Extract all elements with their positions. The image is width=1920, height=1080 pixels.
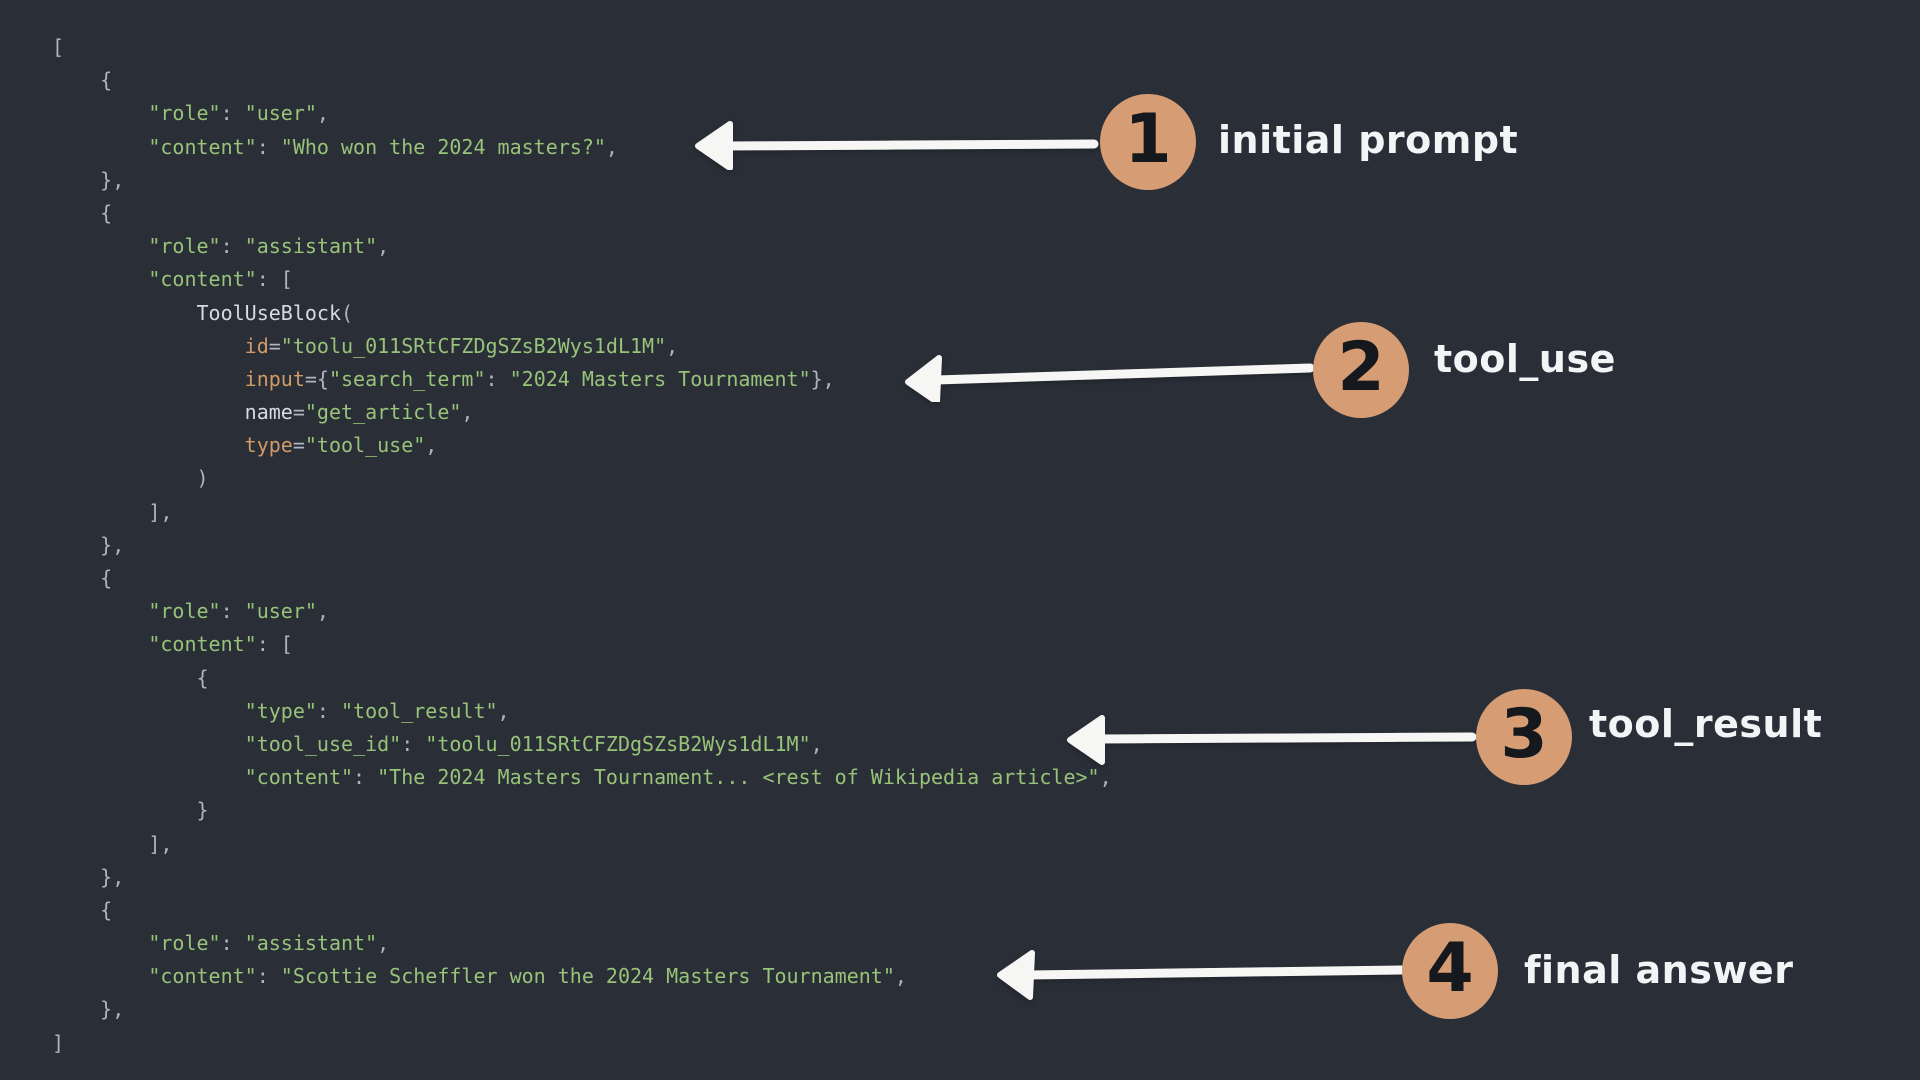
annotation-label-tool-result: tool_result [1589, 702, 1823, 746]
code-line: type="tool_use", [244, 433, 438, 458]
code-line: input={"search_term": "2024 Masters Tour… [244, 366, 835, 391]
code-line: ], [52, 499, 173, 524]
code-line: ] [52, 1030, 65, 1055]
code-line: "content": "The 2024 Masters Tournament.… [244, 765, 1112, 790]
code-line: "role": "user", [148, 599, 329, 624]
code-line: "tool_use_id": "toolu_011SRtCFZDgSZsB2Wy… [244, 731, 823, 756]
arrow-left-icon [695, 121, 1099, 170]
code-line: { [52, 897, 113, 922]
code-line: ], [52, 831, 173, 856]
step-badge-1: 1 [1100, 94, 1196, 190]
step-number: 1 [1124, 100, 1172, 179]
code-block: [ { "role": "user", "content": "Who won … [52, 31, 1112, 1060]
code-line: "content": [ [148, 632, 293, 657]
code-line: { [52, 200, 113, 225]
code-line: "role": "assistant", [148, 931, 390, 956]
step-number: 4 [1426, 929, 1474, 1008]
annotation-label-initial-prompt: initial prompt [1218, 118, 1519, 162]
arrow-left-icon [905, 355, 1315, 402]
step-badge-2: 2 [1313, 322, 1409, 418]
code-line: "content": [ [148, 267, 293, 292]
code-line: "content": "Who won the 2024 masters?", [148, 134, 618, 159]
code-line: }, [52, 864, 125, 889]
annotation-label-final-answer: final answer [1524, 948, 1794, 992]
code-line: "role": "assistant", [148, 234, 390, 259]
step-number: 3 [1500, 695, 1548, 774]
code-line: }, [52, 167, 125, 192]
arrow-left-icon [997, 950, 1407, 1000]
code-line: { [52, 665, 209, 690]
code-line: "role": "user", [148, 101, 329, 126]
code-line: }, [52, 997, 125, 1022]
annotation-label-tool-use: tool_use [1434, 337, 1616, 381]
code-line: { [52, 68, 113, 93]
code-line: ToolUseBlock( [196, 300, 354, 325]
code-line: } [52, 798, 209, 823]
code-line: [ [52, 35, 65, 59]
step-badge-4: 4 [1402, 923, 1498, 1019]
arrow-left-icon [1067, 715, 1477, 765]
code-line: name="get_article", [244, 400, 474, 425]
step-badge-3: 3 [1476, 689, 1572, 785]
code-line: "content": "Scottie Scheffler won the 20… [148, 964, 907, 989]
code-line: }, [52, 532, 125, 557]
code-line: ) [52, 466, 209, 491]
code-line: "type": "tool_result", [244, 698, 510, 723]
step-number: 2 [1337, 328, 1385, 407]
code-line: id="toolu_011SRtCFZDgSZsB2Wys1dL1M", [244, 333, 679, 358]
code-line: { [52, 566, 113, 590]
